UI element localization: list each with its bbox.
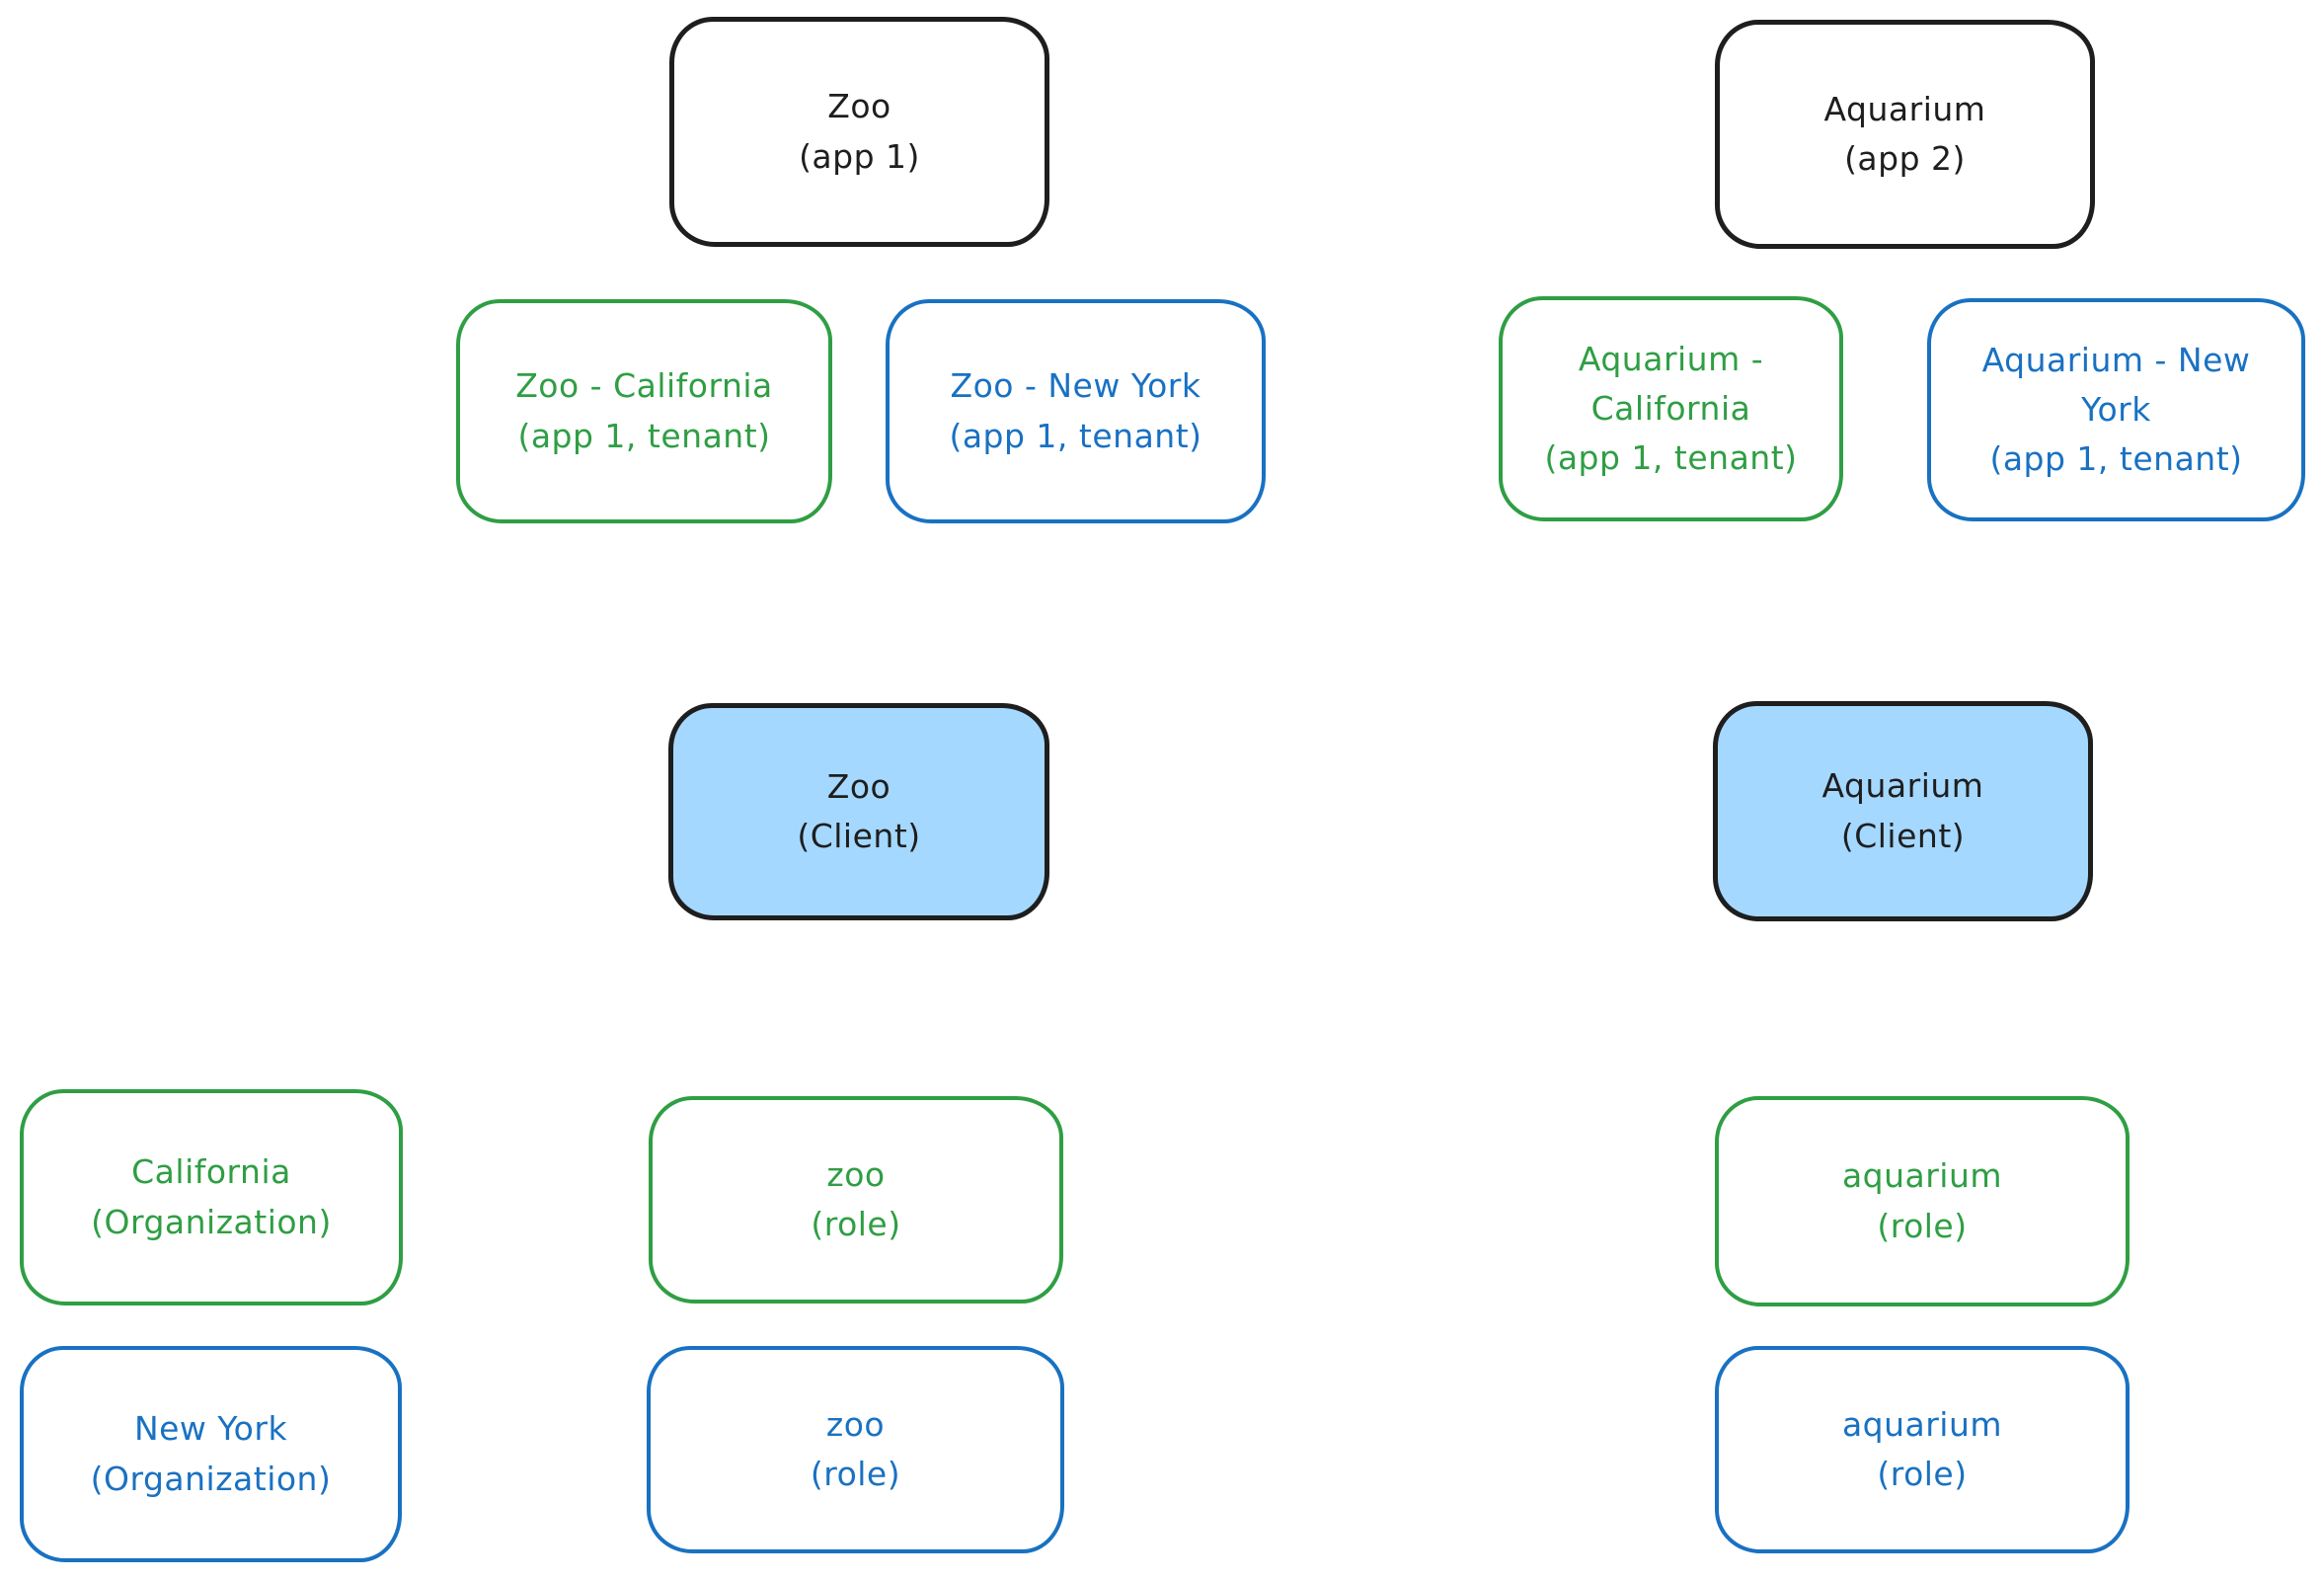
node-label-line: (role) [1877,1455,1968,1493]
node-label-line: York [2081,389,2151,429]
node-label-line: (app 1, tenant) [517,416,771,455]
node-label-line: (Organization) [91,1202,332,1241]
node-zoo-role-green: zoo (role) [649,1096,1063,1304]
node-label-line: California [131,1152,291,1192]
node-label-line: (role) [1877,1206,1968,1245]
node-aquarium-app2: Aquarium (app 2) [1715,20,2095,249]
node-label-line: Zoo - New York [950,366,1201,406]
node-label-line: Zoo - California [515,366,773,406]
node-label-line: (app 1, tenant) [949,416,1202,455]
node-label-line: zoo [826,1154,886,1194]
node-label-line: (app 1) [799,136,920,176]
node-label-line: (Client) [1840,816,1966,855]
node-label-line: Aquarium [1823,89,1986,128]
node-label-line: Aquarium - New [1981,340,2251,379]
node-label-line: (Client) [797,817,921,855]
node-aquarium-california-tenant: Aquarium - California (app 1, tenant) [1499,296,1843,521]
node-label-line: (app 1, tenant) [1544,438,1798,478]
node-aquarium-role-blue: aquarium (role) [1715,1346,2130,1553]
node-california-organization: California (Organization) [20,1089,403,1305]
node-label-line: Aquarium [1821,766,1984,806]
node-newyork-organization: New York (Organization) [20,1346,402,1562]
node-label-line: (app 2) [1844,139,1966,178]
node-label-line: aquarium [1841,1156,2003,1196]
node-label-line: zoo [825,1404,886,1444]
node-aquarium-client: Aquarium (Client) [1713,701,2093,921]
node-zoo-newyork-tenant: Zoo - New York (app 1, tenant) [886,299,1266,523]
node-label-line: (Organization) [90,1459,332,1498]
node-label-line: Zoo [826,766,891,806]
node-zoo-role-blue: zoo (role) [647,1346,1064,1553]
node-aquarium-newyork-tenant: Aquarium - New York (app 1, tenant) [1927,298,2305,521]
node-aquarium-role-green: aquarium (role) [1715,1096,2130,1306]
node-label-line: New York [133,1409,288,1449]
node-label-line: (app 1, tenant) [1989,439,2243,479]
node-label-line: (role) [810,1455,901,1493]
node-label-line: aquarium [1841,1404,2003,1444]
node-zoo-client: Zoo (Client) [668,703,1049,920]
node-label-line: California [1590,388,1751,428]
node-label-line: Zoo [827,87,891,126]
node-zoo-app1: Zoo (app 1) [669,17,1049,247]
node-label-line: Aquarium - [1578,339,1764,378]
node-zoo-california-tenant: Zoo - California (app 1, tenant) [456,299,832,523]
node-label-line: (role) [811,1205,901,1243]
